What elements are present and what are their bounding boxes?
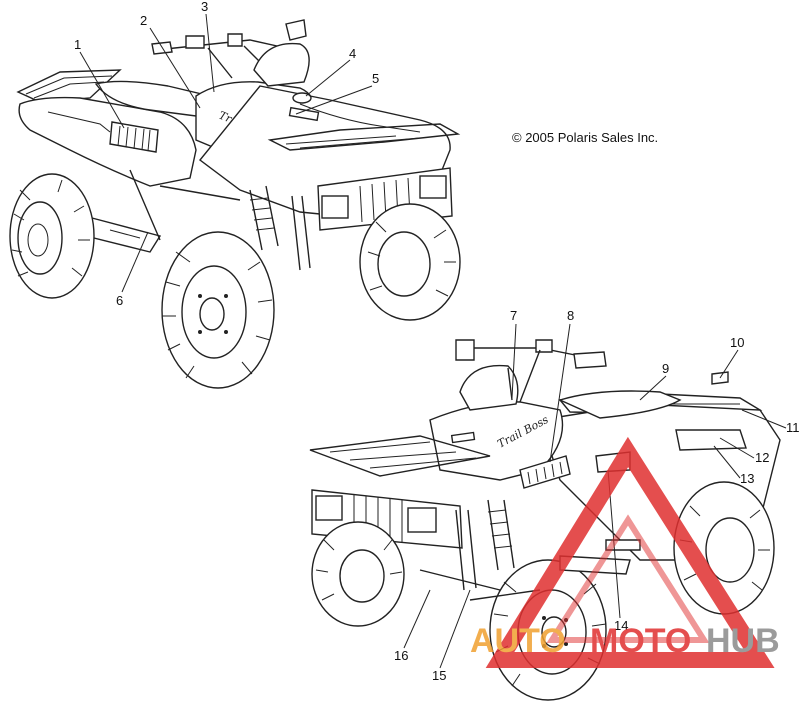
watermark-text-moto: MOTO <box>590 622 691 660</box>
callout-5: 5 <box>372 71 379 86</box>
copyright-notice: © 2005 Polaris Sales Inc. <box>512 130 658 145</box>
callout-10: 10 <box>730 335 744 350</box>
watermark-triangle-icon <box>485 436 775 668</box>
callout-3: 3 <box>201 0 208 14</box>
callout-2: 2 <box>140 13 147 28</box>
callout-11: 11 <box>786 420 800 435</box>
callout-4: 4 <box>349 46 356 61</box>
callout-15: 15 <box>432 668 446 683</box>
watermark-text-auto: AUTO <box>470 622 566 660</box>
callout-labels: 1 2 3 4 5 6 7 8 9 10 11 12 13 14 15 16 <box>74 0 800 683</box>
callout-12: 12 <box>755 450 769 465</box>
callout-1: 1 <box>74 37 81 52</box>
atv-illustration-top: Trail Boss <box>9 19 461 389</box>
callout-14: 14 <box>614 618 628 633</box>
callout-6: 6 <box>116 293 123 308</box>
callout-13: 13 <box>740 471 754 486</box>
callout-16: 16 <box>394 648 408 663</box>
callout-7: 7 <box>510 308 517 323</box>
watermark-logo: AUTO MOTO HUB <box>470 436 780 668</box>
callout-8: 8 <box>567 308 574 323</box>
watermark-text-hub: HUB <box>706 622 780 660</box>
callout-9: 9 <box>662 361 669 376</box>
